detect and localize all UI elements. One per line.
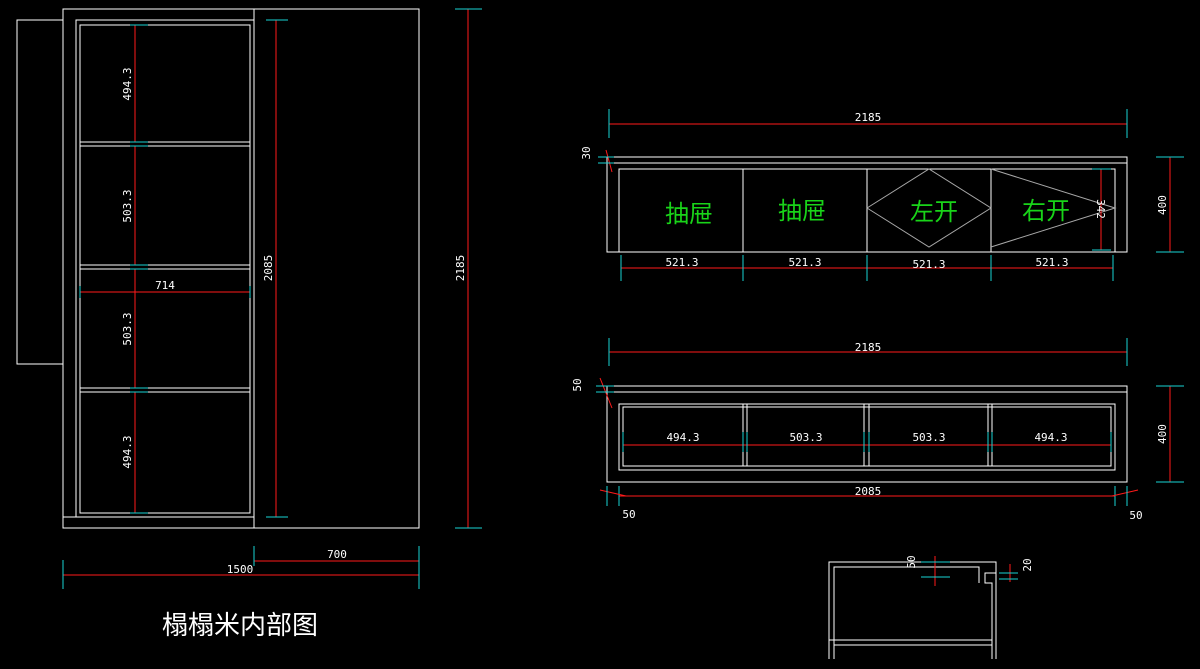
left-door-swing	[866, 168, 992, 248]
total-width-dimension: 1500	[62, 560, 420, 589]
bottom-cabinet-length: 2185	[855, 341, 882, 354]
shelf-height-3: 503.3	[121, 312, 134, 345]
section-width-2: 521.3	[788, 256, 821, 269]
section-width-2: 503.3	[789, 431, 822, 444]
inner-width-dimension: 714	[79, 279, 251, 298]
drawing-title: 榻榻米内部图	[162, 611, 318, 641]
inner-length-label: 2085	[855, 485, 882, 498]
total-width-label: 1500	[227, 563, 254, 576]
section-width-1: 521.3	[665, 256, 698, 269]
top-cabinet-height: 400	[1156, 195, 1169, 215]
section-width-1: 494.3	[666, 431, 699, 444]
section-label-3: 左开	[910, 198, 958, 226]
inner-height-dimension: 2085	[262, 19, 288, 518]
shelves	[80, 141, 250, 393]
detail-dim-a: 50	[905, 555, 918, 568]
right-door-swing	[990, 168, 1117, 248]
section-width-4: 494.3	[1034, 431, 1067, 444]
inner-width-label: 714	[155, 279, 175, 292]
shelf-height-2: 503.3	[121, 189, 134, 222]
inner-height-label: 342	[1094, 199, 1107, 219]
top-cabinet: 2185 抽屉 抽屉 左开 右开 30 342 400	[580, 109, 1184, 281]
top-thickness-label: 30	[580, 146, 593, 159]
section-label-1: 抽屉	[665, 200, 713, 228]
shelf-dimensions: 494.3 503.3 503.3 494.3	[121, 24, 148, 514]
bottom-cabinet: 2185 50 400 494.3 503.3 503.3 49	[571, 338, 1184, 522]
section-width-4: 521.3	[1035, 256, 1068, 269]
total-height-dimension: 2185	[454, 8, 482, 529]
total-height-label: 2185	[454, 255, 467, 282]
right-offset-label: 50	[1129, 509, 1142, 522]
side-panel	[16, 19, 64, 365]
outer-frame	[62, 8, 420, 529]
section-label-4: 右开	[1022, 197, 1070, 225]
section-width-3: 503.3	[912, 431, 945, 444]
inner-height-label: 2085	[262, 255, 275, 282]
top-cabinet-length: 2185	[855, 111, 882, 124]
left-offset-label: 50	[622, 508, 635, 521]
shelf-height-1: 494.3	[121, 67, 134, 100]
bottom-cabinet-height: 400	[1156, 424, 1169, 444]
side-elevation: 494.3 503.3 503.3 494.3 714 2085 2185	[16, 8, 482, 641]
right-width-dimension: 700	[253, 546, 420, 566]
right-width-label: 700	[327, 548, 347, 561]
top-thickness-label: 50	[571, 378, 584, 391]
detail-dim-b: 20	[1021, 558, 1034, 571]
section-label-2: 抽屉	[778, 197, 826, 225]
shelf-height-4: 494.3	[121, 435, 134, 468]
section-width-3: 521.3	[912, 258, 945, 271]
section-detail: 50 20	[828, 555, 1034, 659]
